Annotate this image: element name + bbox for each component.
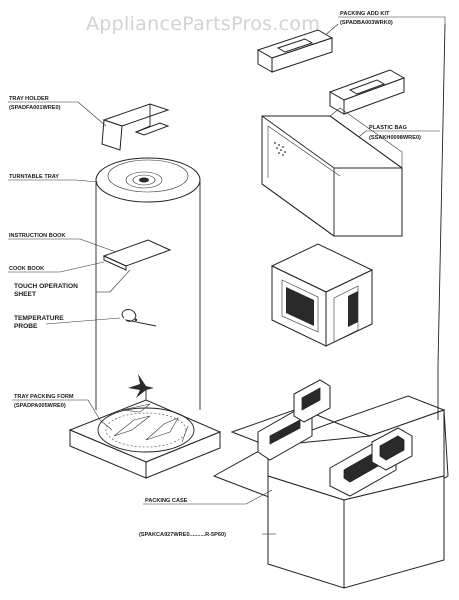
svg-text:TRAY HOLDER: TRAY HOLDER: [9, 96, 49, 102]
packing-case: [212, 365, 449, 589]
microwave-oven: [270, 243, 374, 347]
svg-text:PROBE: PROBE: [14, 323, 38, 330]
turntable-tray: [95, 157, 201, 410]
tray-packing-form: [68, 399, 222, 479]
temperature-probe-label: TEMPERATURE PROBE: [14, 315, 121, 330]
svg-text:(SSAKH0098WRE0): (SSAKH0098WRE0): [369, 135, 421, 141]
svg-text:TEMPERATURE: TEMPERATURE: [14, 315, 64, 322]
svg-text:PACKING ADD KIT: PACKING ADD KIT: [340, 11, 390, 17]
tray-holder-label: TRAY HOLDER (SPADFA001WRE0): [8, 96, 107, 127]
tray-holder: [101, 103, 170, 151]
packing-add-kit-pieces: [256, 29, 406, 115]
svg-text:(SPADBA003WRK0): (SPADBA003WRK0): [340, 20, 393, 26]
svg-text:TURNTABLE TRAY: TURNTABLE TRAY: [9, 174, 59, 180]
touch-operation-sheet-label: TOUCH OPERATION SHEET: [14, 269, 131, 298]
temperature-probe: [121, 309, 157, 327]
bag-texture: [274, 142, 286, 156]
tray-packing-form-label: TRAY PACKING FORM (SPADPA005WRE0): [12, 394, 101, 421]
svg-text:PACKING CASE: PACKING CASE: [145, 498, 188, 504]
svg-text:PLASTIC BAG: PLASTIC BAG: [369, 125, 407, 131]
svg-text:(SPADFA001WRE0): (SPADFA001WRE0): [9, 105, 61, 111]
svg-text:COOK BOOK: COOK BOOK: [9, 266, 44, 272]
packing-case-label: PACKING CASE (SPAKCA927WRE0..........R-5…: [139, 489, 276, 538]
svg-text:TRAY PACKING FORM: TRAY PACKING FORM: [14, 394, 74, 400]
svg-text:(SPAKCA927WRE0..........R-5P60: (SPAKCA927WRE0..........R-5P60): [139, 532, 226, 538]
svg-text:TOUCH OPERATION: TOUCH OPERATION: [14, 283, 78, 290]
instruction-book-label: INSTRUCTION BOOK: [8, 233, 117, 253]
svg-text:SHEET: SHEET: [14, 291, 36, 298]
instruction-book: [102, 239, 172, 271]
turntable-tray-label: TURNTABLE TRAY: [8, 174, 99, 183]
watermark: AppliancePartsPros.com: [86, 13, 320, 35]
svg-text:(SPADPA005WRE0): (SPADPA005WRE0): [14, 403, 66, 409]
cook-book-label: COOK BOOK: [8, 261, 105, 273]
svg-text:INSTRUCTION BOOK: INSTRUCTION BOOK: [9, 233, 66, 239]
plastic-bag: [261, 107, 403, 237]
